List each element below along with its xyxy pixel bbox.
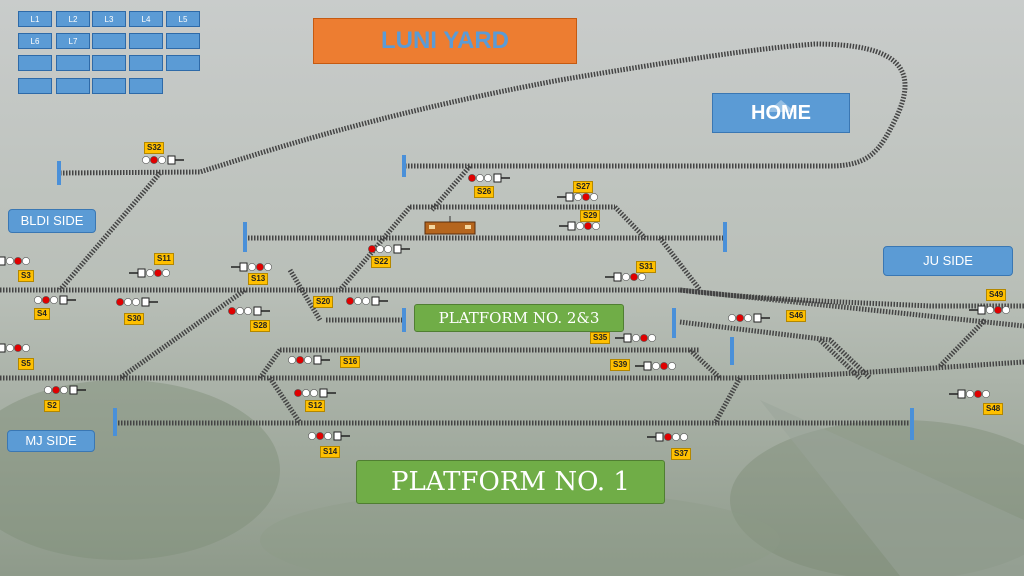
mj-side-button[interactable]: MJ SIDE	[7, 430, 95, 452]
line-button-l3[interactable]: L3	[92, 11, 126, 27]
line-button-empty[interactable]	[129, 33, 163, 49]
ju-side-button[interactable]: JU SIDE	[883, 246, 1013, 276]
line-button-l2[interactable]: L2	[56, 11, 90, 27]
line-button-empty[interactable]	[129, 55, 163, 71]
signal-label-s39[interactable]: S39	[610, 359, 631, 371]
signal-head-s31	[605, 272, 646, 282]
line-button-empty[interactable]	[166, 55, 200, 71]
signal-head-s26	[468, 173, 510, 183]
signal-head-s30	[116, 297, 158, 307]
signal-head-s2	[44, 385, 86, 395]
platform-2-3: PLATFORM NO. 2&3	[414, 304, 624, 332]
signal-head-s11	[129, 268, 170, 278]
signal-head-s22	[368, 244, 410, 254]
signal-head-s29	[559, 221, 600, 231]
signal-head-s39	[635, 361, 676, 371]
signal-head-s13	[231, 262, 272, 272]
signal-label-s12[interactable]: S12	[305, 400, 326, 412]
signal-label-s29[interactable]: S29	[580, 210, 601, 222]
signal-head-s5	[0, 343, 30, 353]
signal-head-s28	[228, 306, 270, 316]
signal-label-s31[interactable]: S31	[636, 261, 657, 273]
signal-label-s5[interactable]: S5	[18, 358, 34, 370]
signal-label-s11[interactable]: S11	[154, 253, 174, 265]
signal-head-s48	[949, 389, 990, 399]
signal-head-s14	[308, 431, 350, 441]
platform-1: PLATFORM NO. 1	[356, 460, 665, 504]
signal-head-s49	[969, 305, 1010, 315]
line-button-empty[interactable]	[166, 33, 200, 49]
signal-label-s20[interactable]: S20	[313, 296, 334, 308]
line-button-empty[interactable]	[129, 78, 163, 94]
line-button-l1[interactable]: L1	[18, 11, 52, 27]
signal-head-s35	[615, 333, 656, 343]
signal-head-s46	[728, 313, 770, 323]
line-button-empty[interactable]	[92, 78, 126, 94]
line-button-empty[interactable]	[92, 33, 126, 49]
signal-label-s37[interactable]: S37	[671, 448, 692, 460]
signal-head-s37	[647, 432, 688, 442]
line-button-empty[interactable]	[56, 78, 90, 94]
train	[424, 216, 476, 235]
signal-label-s32[interactable]: S32	[144, 142, 165, 154]
signal-label-s26[interactable]: S26	[474, 186, 495, 198]
signal-label-s13[interactable]: S13	[248, 273, 269, 285]
signal-label-s4[interactable]: S4	[34, 308, 50, 320]
signal-label-s22[interactable]: S22	[371, 256, 392, 268]
line-button-empty[interactable]	[92, 55, 126, 71]
signal-head-s16	[288, 355, 330, 365]
signal-label-s48[interactable]: S48	[983, 403, 1004, 415]
line-button-l7[interactable]: L7	[56, 33, 90, 49]
signal-label-s30[interactable]: S30	[124, 313, 145, 325]
page-title: LUNI YARD	[313, 18, 577, 64]
line-button-l5[interactable]: L5	[166, 11, 200, 27]
signal-head-s4	[34, 295, 76, 305]
line-button-empty[interactable]	[18, 78, 52, 94]
signal-label-s2[interactable]: S2	[44, 400, 60, 412]
signal-label-s46[interactable]: S46	[786, 310, 807, 322]
signal-label-s27[interactable]: S27	[573, 181, 594, 193]
signal-head-s32	[142, 155, 184, 165]
home-label: HOME	[751, 102, 811, 124]
bldi-side-button[interactable]: BLDI SIDE	[8, 209, 96, 233]
signal-head-s20	[346, 296, 388, 306]
signal-label-s28[interactable]: S28	[250, 320, 271, 332]
signal-head-s27	[557, 192, 598, 202]
line-button-l6[interactable]: L6	[18, 33, 52, 49]
signal-head-s3	[0, 256, 30, 266]
signal-label-s49[interactable]: S49	[986, 289, 1007, 301]
line-button-empty[interactable]	[56, 55, 90, 71]
signal-label-s35[interactable]: S35	[590, 332, 611, 344]
signal-heads	[0, 155, 1010, 442]
buffer-stops	[57, 155, 914, 440]
signal-label-s3[interactable]: S3	[18, 270, 34, 282]
signal-head-s12	[294, 388, 336, 398]
line-button-empty[interactable]	[18, 55, 52, 71]
home-icon	[767, 100, 795, 112]
signal-label-s14[interactable]: S14	[320, 446, 341, 458]
signal-label-s16[interactable]: S16	[340, 356, 361, 368]
line-button-l4[interactable]: L4	[129, 11, 163, 27]
home-button[interactable]: HOME	[712, 93, 850, 133]
